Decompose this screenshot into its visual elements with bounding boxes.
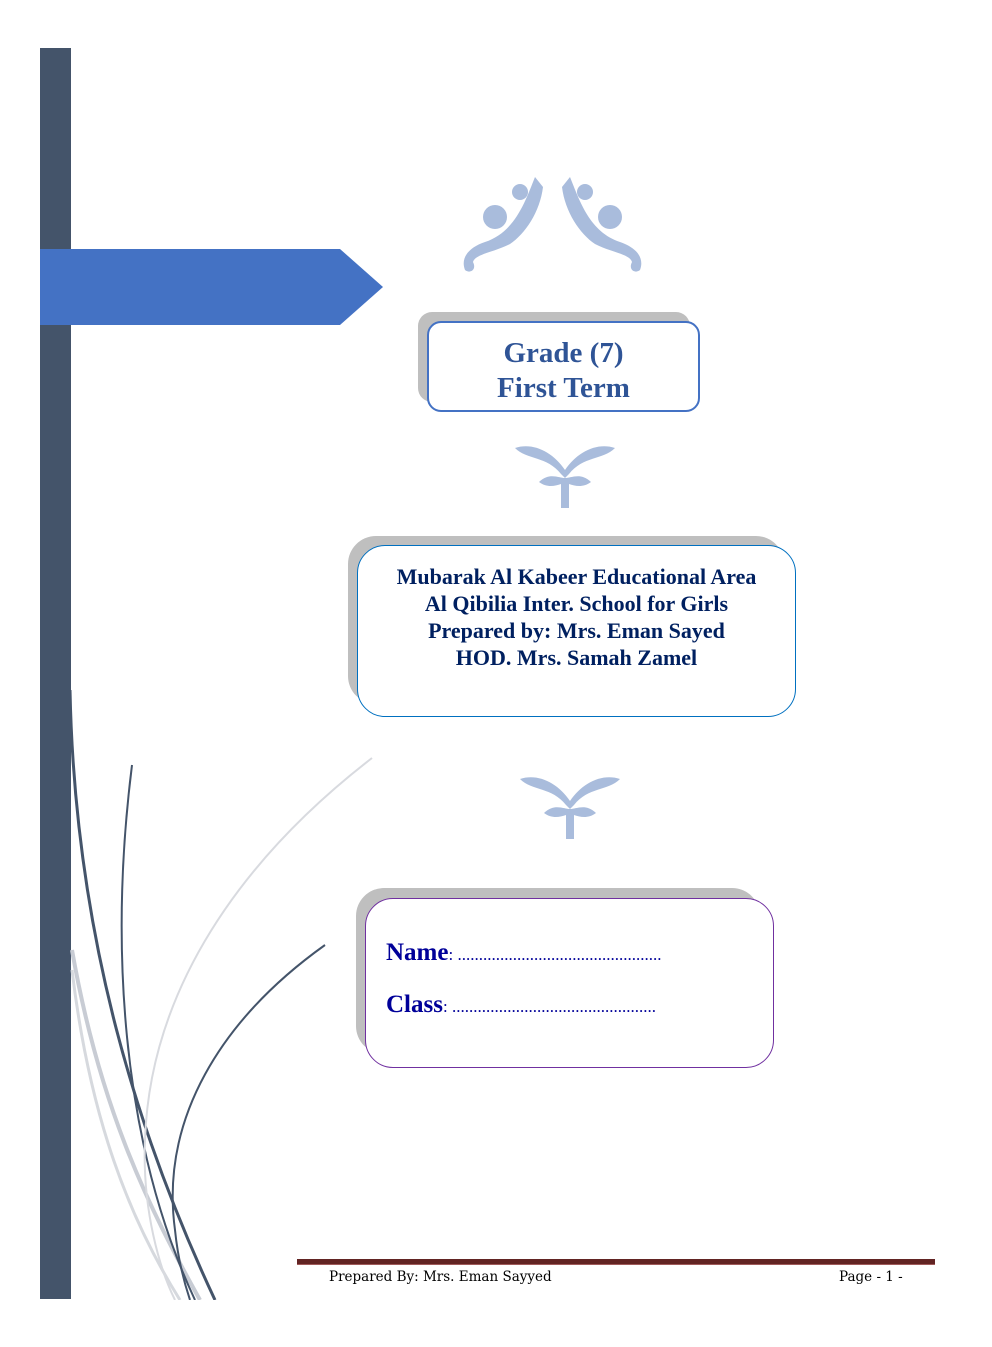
term-title: First Term [497, 372, 630, 404]
arrow-banner [40, 249, 383, 325]
school-name: Al Qibilia Inter. School for Girls [424, 591, 729, 616]
info-box: Mubarak Al Kabeer Educational Area Al Qi… [357, 545, 796, 717]
prepared-by: Prepared by: Mrs. Eman Sayed [428, 618, 725, 643]
fleuron-icon [515, 446, 615, 508]
grade-title: Grade (7) [503, 337, 624, 369]
decorative-curves [68, 690, 373, 1300]
education-area: Mubarak Al Kabeer Educational Area [396, 564, 757, 589]
class-field[interactable]: Class: .................................… [386, 991, 773, 1019]
hod-name: HOD. Mrs. Samah Zamel [455, 645, 698, 670]
class-label: Class [386, 991, 443, 1018]
footer-author: Prepared By: Mrs. Eman Sayyed [329, 1269, 552, 1285]
name-field[interactable]: Name: ..................................… [386, 939, 773, 967]
fleuron-icon [520, 777, 620, 839]
page-number: Page - 1 - [839, 1269, 903, 1285]
name-dots: : ......................................… [448, 945, 662, 964]
footer-rule [297, 1259, 935, 1265]
title-box: Grade (7) First Term [427, 321, 700, 412]
floral-ornament-icon [463, 177, 642, 272]
student-box: Name: ..................................… [365, 898, 774, 1068]
class-dots: : ......................................… [442, 997, 656, 1016]
name-label: Name [386, 939, 449, 966]
